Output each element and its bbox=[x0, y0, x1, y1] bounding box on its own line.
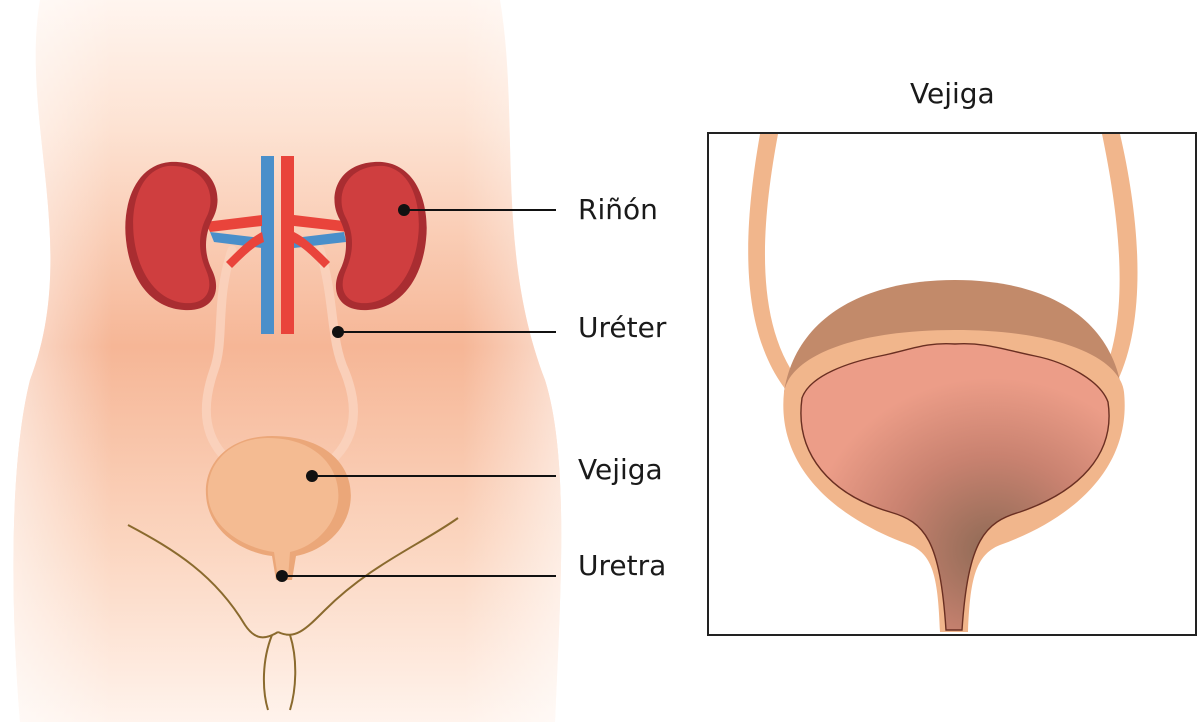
vena-cava bbox=[261, 156, 274, 334]
label-urethra: Uretra bbox=[578, 549, 667, 582]
dot-ureter bbox=[332, 326, 344, 338]
panel-title: Vejiga bbox=[910, 77, 995, 110]
dot-bladder bbox=[306, 470, 318, 482]
panel-ureter-right bbox=[1098, 134, 1138, 395]
pelvis-outline bbox=[127, 517, 459, 711]
blood-vessels bbox=[205, 156, 352, 334]
torso bbox=[13, 0, 562, 722]
label-ureter: Uréter bbox=[578, 311, 667, 344]
panel-bladder-cavity bbox=[800, 342, 1110, 631]
aorta bbox=[281, 156, 294, 334]
kidney-right bbox=[334, 161, 427, 311]
dot-kidney bbox=[398, 204, 410, 216]
kidney-left bbox=[125, 161, 218, 311]
dot-urethra bbox=[276, 570, 288, 582]
bladder-detail-panel bbox=[707, 132, 1197, 636]
label-bladder: Vejiga bbox=[578, 453, 663, 486]
leader-lines bbox=[282, 209, 556, 577]
leader-dots bbox=[276, 204, 410, 582]
ureters bbox=[201, 245, 358, 467]
label-kidney: Riñón bbox=[578, 193, 658, 226]
panel-ureter-left bbox=[748, 134, 802, 395]
